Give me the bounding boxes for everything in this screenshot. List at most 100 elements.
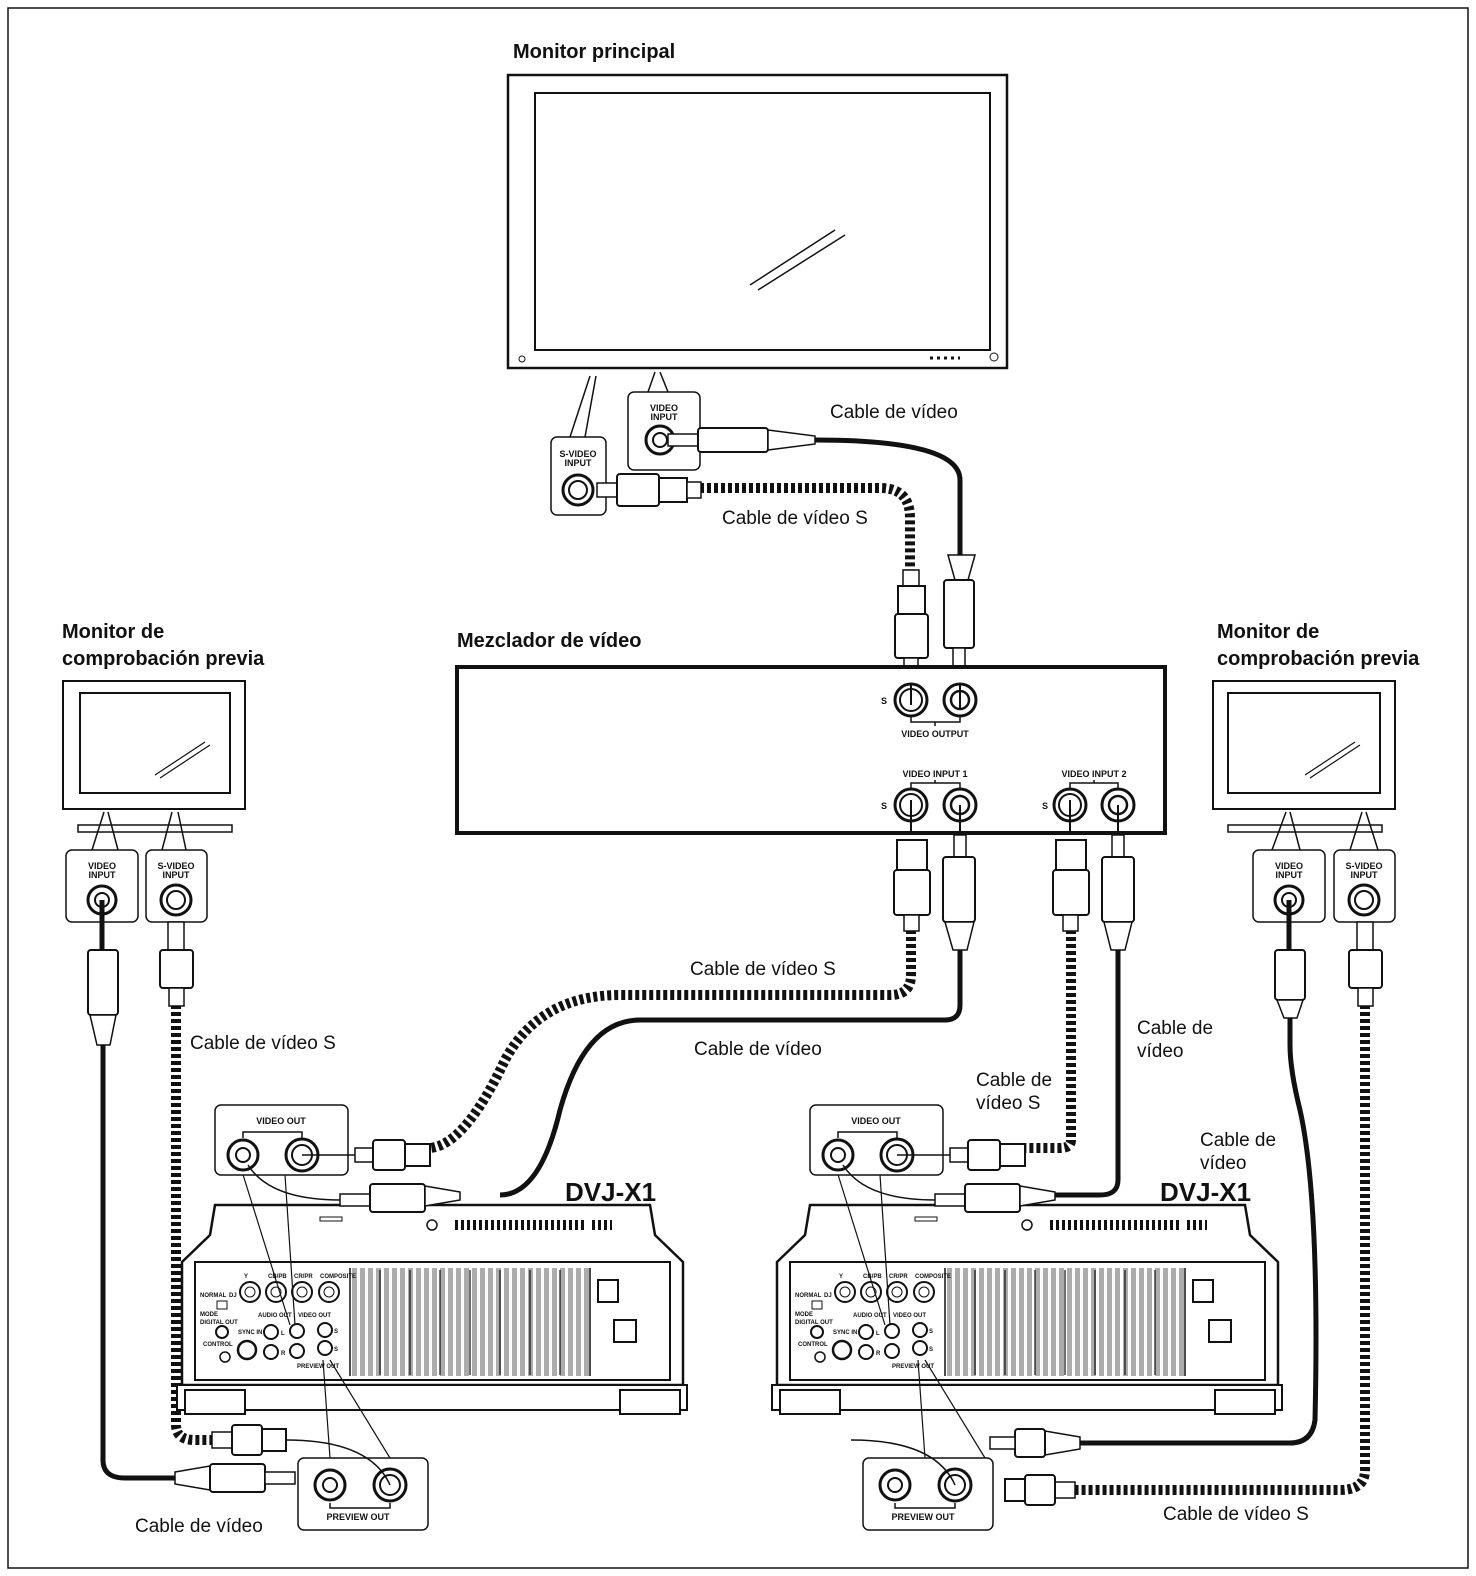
svg-text:PREVIEW OUT: PREVIEW OUT xyxy=(892,1364,934,1370)
svg-text:VIDEO OUT: VIDEO OUT xyxy=(893,1313,926,1319)
svg-text:INPUT: INPUT xyxy=(1276,870,1304,880)
svg-text:CB/PB: CB/PB xyxy=(863,1274,882,1280)
svg-text:S: S xyxy=(334,1347,338,1353)
svg-text:MODE: MODE xyxy=(200,1312,218,1318)
svg-text:Monitor de: Monitor de xyxy=(1217,621,1319,643)
main-video-input-callout: VIDEO INPUT xyxy=(627,391,701,471)
svg-text:COMPOSITE: COMPOSITE xyxy=(915,1274,951,1280)
right-video-cable-label-line2: vídeo xyxy=(1200,1153,1246,1174)
input1-svideo-cable: Cable de vídeo S xyxy=(429,839,931,1153)
right-svideo-cable: Cable de vídeo S xyxy=(1004,921,1383,1525)
svg-text:VIDEO OUT: VIDEO OUT xyxy=(256,1116,306,1126)
input2-svideo-cable-label-line2: vídeo S xyxy=(976,1093,1040,1114)
preview-out-callout: PREVIEW OUT xyxy=(285,1439,429,1531)
svg-text:R: R xyxy=(281,1351,286,1357)
svg-text:CB/PB: CB/PB xyxy=(268,1274,287,1280)
dvj-title: DVJ-X1 xyxy=(1160,1177,1251,1207)
dvj-x1-left: Y CB/PB CR/PR COMPOSITE NORMAL DJ MODE D… xyxy=(176,1104,688,1531)
input2-svideo-cable: Cable de vídeo S xyxy=(976,839,1090,1153)
svg-text:L: L xyxy=(876,1331,880,1337)
main-svideo-cable-label: Cable de vídeo S xyxy=(722,508,868,529)
svg-text:CONTROL: CONTROL xyxy=(203,1342,233,1348)
svg-text:VIDEO OUT: VIDEO OUT xyxy=(851,1116,901,1126)
svg-text:NORMAL: NORMAL xyxy=(795,1293,822,1299)
svg-text:S: S xyxy=(881,696,887,706)
main-monitor: Monitor principal xyxy=(506,41,1009,438)
svg-text:COMPOSITE: COMPOSITE xyxy=(320,1274,356,1280)
preview-out-callout: PREVIEW OUT xyxy=(850,1439,994,1531)
input2-video-cable-label-line1: Cable de xyxy=(1137,1018,1213,1039)
main-monitor-title: Monitor principal xyxy=(513,41,675,63)
svg-text:Y: Y xyxy=(839,1274,843,1280)
main-video-cable-label: Cable de vídeo xyxy=(830,402,958,423)
svg-text:INPUT: INPUT xyxy=(163,870,191,880)
svg-text:VIDEO: VIDEO xyxy=(88,861,116,871)
svg-text:VIDEO OUTPUT: VIDEO OUTPUT xyxy=(901,729,969,739)
input2-video-cable: Cable de vídeo xyxy=(1030,834,1213,1198)
svg-text:CONTROL: CONTROL xyxy=(798,1342,828,1348)
svg-text:SYNC IN: SYNC IN xyxy=(833,1330,857,1336)
video-input-1-jacks: VIDEO INPUT 1 S xyxy=(881,769,978,835)
svg-text:S: S xyxy=(334,1329,338,1335)
left-preview-monitor: Monitor de comprobación previa VIDEO INP… xyxy=(62,621,265,923)
dvj-title: DVJ-X1 xyxy=(565,1177,656,1207)
input1-video-cable-label: Cable de vídeo xyxy=(694,1039,822,1060)
main-svideo-input-callout: S-VIDEO INPUT xyxy=(550,436,607,516)
svg-text:NORMAL: NORMAL xyxy=(200,1293,227,1299)
main-svideo-cable: Cable de vídeo S xyxy=(596,473,929,684)
svg-text:INPUT: INPUT xyxy=(1351,870,1379,880)
left-svideo-cable-label: Cable de vídeo S xyxy=(190,1033,336,1054)
left-svideo-cable: Cable de vídeo S xyxy=(159,921,336,1456)
svg-text:VIDEO INPUT 1: VIDEO INPUT 1 xyxy=(902,769,967,779)
svg-text:VIDEO OUT: VIDEO OUT xyxy=(298,1313,331,1319)
frame-border xyxy=(7,7,1469,1569)
svg-text:VIDEO INPUT 2: VIDEO INPUT 2 xyxy=(1061,769,1126,779)
svg-text:DIGITAL OUT: DIGITAL OUT xyxy=(795,1320,833,1326)
left-video-cable: Cable de vídeo xyxy=(87,900,296,1537)
dvj-x1-right: Y CB/PB CR/PR COMPOSITE NORMAL DJ MODE D… xyxy=(771,1104,1283,1531)
svg-text:VIDEO: VIDEO xyxy=(1275,861,1303,871)
svg-text:comprobación previa: comprobación previa xyxy=(62,648,265,670)
svg-text:Y: Y xyxy=(244,1274,248,1280)
svg-text:AUDIO OUT: AUDIO OUT xyxy=(258,1313,292,1319)
rear-panel-jacks: Y CB/PB CR/PR COMPOSITE NORMAL DJ MODE D… xyxy=(795,1274,951,1370)
video-output-jacks: S VIDEO OUTPUT xyxy=(881,682,978,739)
input1-svideo-cable-label: Cable de vídeo S xyxy=(690,959,836,980)
svg-text:VIDEO: VIDEO xyxy=(650,403,678,413)
svg-text:SYNC IN: SYNC IN xyxy=(238,1330,262,1336)
video-out-callout: VIDEO OUT xyxy=(214,1104,461,1213)
svg-text:S: S xyxy=(929,1329,933,1335)
svg-text:MODE: MODE xyxy=(795,1312,813,1318)
input1-video-cable: Cable de vídeo xyxy=(499,834,976,1198)
left-video-cable-label: Cable de vídeo xyxy=(135,1516,263,1537)
svg-text:PREVIEW OUT: PREVIEW OUT xyxy=(891,1512,955,1522)
svg-text:CR/PR: CR/PR xyxy=(889,1274,908,1280)
video-mixer: Mezclador de vídeo S VIDEO OUTPUT VIDEO … xyxy=(455,630,1167,835)
right-video-cable: Cable de vídeo xyxy=(989,900,1319,1458)
svg-text:S: S xyxy=(929,1347,933,1353)
video-out-callout: VIDEO OUT xyxy=(809,1104,1056,1213)
svg-text:S-VIDEO: S-VIDEO xyxy=(1345,861,1382,871)
svg-text:DJ: DJ xyxy=(229,1293,237,1299)
dvj-x1-right-unit: Y CB/PB CR/PR COMPOSITE NORMAL DJ MODE D… xyxy=(771,1104,1283,1531)
svg-text:CR/PR: CR/PR xyxy=(294,1274,313,1280)
svg-text:L: L xyxy=(281,1331,285,1337)
mixer-title: Mezclador de vídeo xyxy=(457,630,642,652)
svg-text:DIGITAL OUT: DIGITAL OUT xyxy=(200,1320,238,1326)
svg-text:S: S xyxy=(881,801,887,811)
svg-text:PREVIEW OUT: PREVIEW OUT xyxy=(326,1512,390,1522)
svg-text:S-VIDEO: S-VIDEO xyxy=(559,449,596,459)
svg-text:S: S xyxy=(1042,801,1048,811)
main-video-cable: Cable de vídeo xyxy=(667,402,976,681)
right-video-cable-label-line1: Cable de xyxy=(1200,1130,1276,1151)
svg-text:PREVIEW OUT: PREVIEW OUT xyxy=(297,1364,339,1370)
svg-text:AUDIO OUT: AUDIO OUT xyxy=(853,1313,887,1319)
svg-text:INPUT: INPUT xyxy=(565,458,593,468)
right-preview-monitor: Monitor de comprobación previa VIDEO INP… xyxy=(1212,621,1420,923)
svg-text:S-VIDEO: S-VIDEO xyxy=(157,861,194,871)
video-input-2-jacks: VIDEO INPUT 2 S xyxy=(1042,769,1136,835)
input2-video-cable-label-line2: vídeo xyxy=(1137,1041,1183,1062)
right-svideo-cable-label: Cable de vídeo S xyxy=(1163,1504,1309,1525)
svg-text:INPUT: INPUT xyxy=(651,412,679,422)
